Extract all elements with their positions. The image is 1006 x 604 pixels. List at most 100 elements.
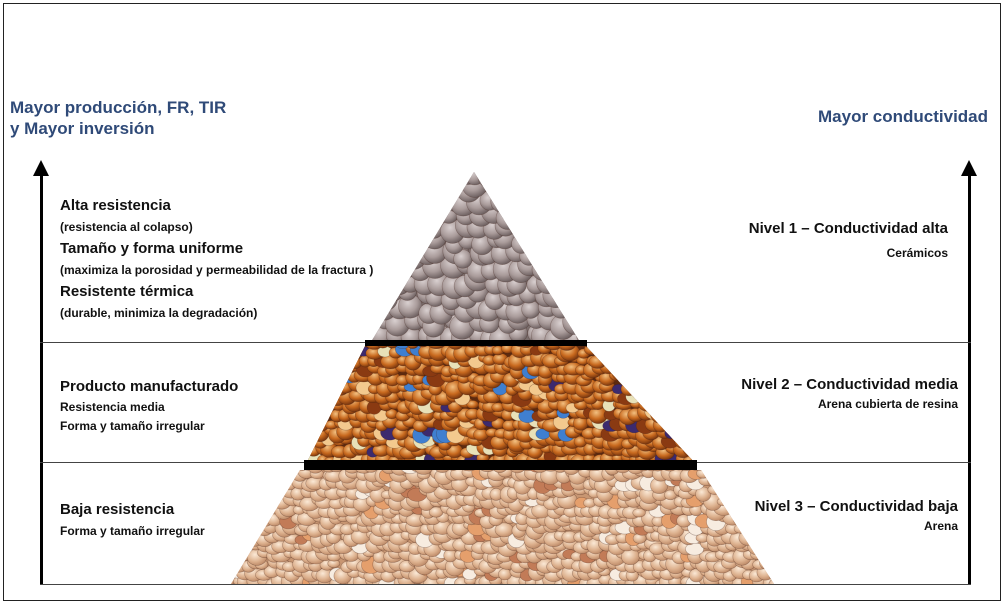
description-line: Forma y tamaño irregular [60, 524, 205, 538]
texture-grain [565, 302, 580, 322]
texture-grain [684, 365, 694, 378]
texture-grain [231, 472, 236, 489]
texture-grain [536, 270, 560, 295]
texture-grain [558, 270, 580, 297]
texture-grain [662, 346, 681, 362]
texture-grain [548, 217, 572, 241]
description-line: Baja resistencia [60, 501, 175, 518]
texture-grain [400, 244, 427, 270]
texture-grain [665, 371, 685, 390]
texture-grain [690, 443, 694, 455]
texture-grain [314, 353, 328, 364]
texture-grain [413, 470, 434, 475]
texture-grain [563, 254, 580, 279]
left-axis-label-line2: y Mayor inversión [10, 119, 155, 138]
texture-grain [426, 586, 442, 602]
texture-grain [769, 470, 774, 480]
texture-grain [671, 356, 689, 369]
texture-grain [411, 586, 426, 598]
texture-grain [439, 586, 453, 598]
texture-grain [693, 360, 694, 375]
texture-grain [618, 582, 636, 584]
texture-grain [323, 397, 337, 409]
texture-grain [756, 470, 774, 482]
texture-grain [407, 213, 434, 239]
texture-grain [682, 383, 694, 394]
texture-grain [557, 346, 577, 351]
texture-grain [548, 191, 570, 213]
texture-grain [256, 470, 274, 480]
texture-grain [659, 470, 680, 472]
texture-grain [223, 586, 239, 599]
texture-grain [575, 219, 580, 239]
texture-grain [372, 200, 394, 222]
texture-grain [575, 202, 580, 228]
texture-grain [726, 502, 743, 513]
texture-grain [679, 429, 694, 449]
texture-grain [231, 537, 240, 552]
texture-grain [533, 186, 555, 208]
texture-grain [576, 231, 580, 257]
texture-grain [247, 587, 259, 596]
level-3-label: Nivel 3 – Conductividad baja Arena [755, 498, 958, 533]
texture-grain [673, 587, 689, 597]
texture-grain [652, 346, 671, 350]
texture-grain [740, 472, 761, 488]
texture-grain [654, 352, 669, 365]
texture-grain [564, 200, 580, 224]
texture-grain [589, 581, 608, 584]
texture-grain [311, 410, 326, 422]
texture-grain [562, 470, 580, 475]
texture-grain [474, 586, 488, 598]
texture-grain [463, 346, 483, 348]
texture-grain [624, 346, 645, 360]
texture-grain [440, 172, 463, 181]
texture-grain [728, 497, 741, 510]
texture-grain [311, 346, 333, 361]
texture-grain [759, 477, 774, 493]
texture-grain [456, 587, 470, 600]
texture-grain [509, 214, 534, 239]
texture-grain [352, 346, 366, 348]
texture-grain [307, 363, 317, 379]
texture-grain [542, 281, 570, 309]
texture-grain [586, 470, 606, 471]
texture-grain [385, 346, 400, 349]
texture-grain [233, 486, 255, 504]
texture-grain [616, 368, 633, 383]
texture-grain [771, 537, 774, 550]
texture-grain [569, 257, 580, 284]
texture-grain [458, 470, 480, 472]
texture-grain [534, 176, 554, 197]
texture-grain [446, 346, 466, 350]
texture-grain [490, 190, 513, 213]
texture-grain [632, 583, 653, 584]
texture-grain [662, 399, 677, 412]
texture-grain [414, 346, 431, 348]
texture-grain [515, 583, 536, 584]
texture-grain [562, 308, 580, 335]
left-axis-label: Mayor producción, FR, TIR y Mayor invers… [10, 97, 226, 139]
texture-grain [277, 470, 292, 474]
texture-grain [546, 259, 568, 280]
right-axis-arrow-head [961, 160, 977, 176]
texture-grain [371, 172, 396, 186]
texture-grain [275, 476, 290, 490]
texture-grain [413, 186, 438, 211]
texture-grain [390, 219, 411, 240]
texture-grain [426, 188, 451, 213]
texture-grain [747, 477, 768, 493]
texture-grain [732, 470, 748, 481]
texture-grain [253, 470, 271, 471]
texture-grain [695, 407, 709, 419]
texture-grain [371, 176, 396, 201]
texture-grain [270, 470, 291, 482]
texture-grain [231, 502, 235, 517]
texture-grain [236, 528, 253, 541]
level-2-title: Nivel 2 – Conductividad media [741, 376, 958, 393]
texture-grain [322, 583, 335, 584]
texture-grain [565, 245, 580, 270]
texture-grain [715, 475, 732, 489]
texture-grain [570, 586, 583, 595]
texture-grain [572, 172, 580, 184]
